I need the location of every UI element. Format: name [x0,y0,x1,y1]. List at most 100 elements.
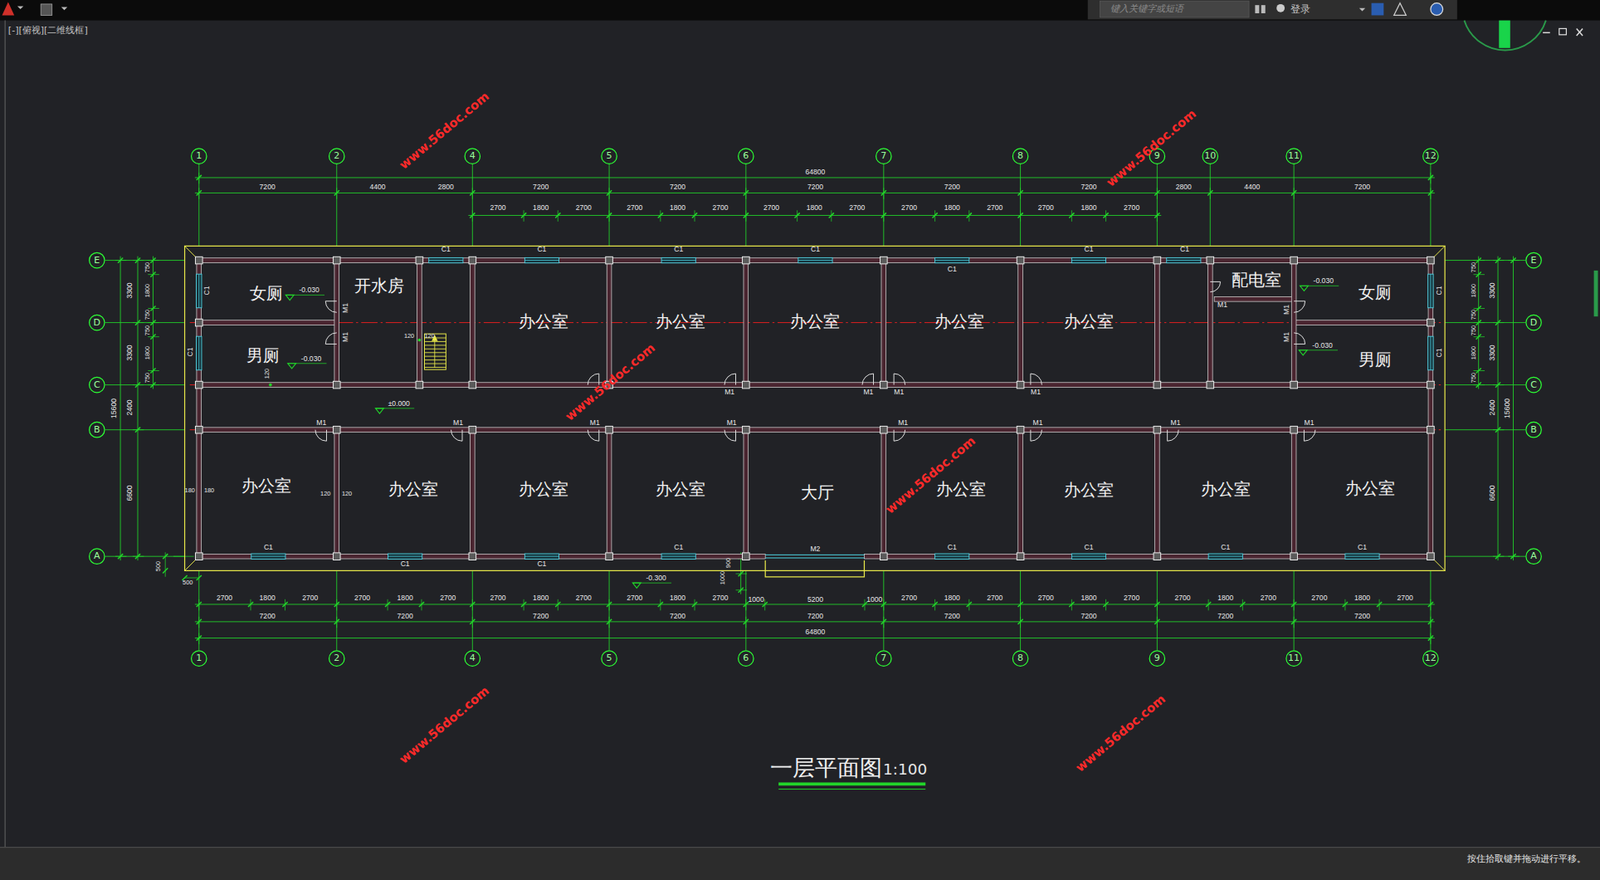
annotation-text: M1 [863,389,874,397]
dimension-tick [743,190,749,196]
wall [1155,260,1161,386]
dimension-tick [1018,212,1024,218]
axis-bubble [601,148,617,164]
dimension-tick [1291,619,1297,625]
watermark: www.56doc.com [883,433,979,516]
annotation-text: 1800 [944,204,961,212]
annotation-text: -0.030 [1312,341,1332,350]
annotation-text: 7200 [1080,612,1097,620]
annotation-text: C1 [1180,246,1190,254]
annotation-text: C1 [1357,544,1367,552]
annotation-text: C1 [947,265,957,274]
elevation-leader [287,362,327,364]
dimension-tick [334,601,340,607]
axis-bubble [1526,376,1542,392]
dimension-tick [162,567,168,573]
annotation-text: 6600 [126,484,135,501]
column [1016,425,1025,434]
wall [1018,429,1024,557]
annotation-text: M1 [316,419,327,428]
annotation-text: 1800 [1080,204,1097,212]
annotation-text: 2700 [489,594,506,602]
dimension-tick [521,212,527,218]
dropdown-arrow [1359,8,1366,12]
column [195,380,203,389]
door-swing [325,332,337,345]
annotation-text: 180 [204,487,215,495]
annotation-text: 2700 [354,594,371,602]
room-name: 办公室 [1063,482,1114,500]
dimension-tick [1495,320,1501,326]
annotation-text: M1 [341,331,350,342]
window [661,257,696,263]
door-swing [724,429,737,442]
annotation-text: C1 [1220,544,1230,552]
annotation-text: C1 [536,560,547,568]
axis-number: 4 [469,653,476,664]
elevation-leader [285,294,325,296]
window-pane [661,556,696,557]
dimension-tick [196,601,202,607]
dimension-tick [385,601,391,607]
annotation-text: 1:100 [882,760,927,777]
annotation-text: 7200 [807,612,824,620]
window [524,553,559,559]
column [605,256,614,264]
annotation-text: 750 [1470,325,1478,336]
column [1206,380,1215,389]
room-name: 办公室 [518,481,569,499]
wall [469,260,475,386]
axis-bubble [89,376,105,392]
stair-tread [424,363,447,365]
annotation-text: M1 [1217,301,1228,309]
annotation-text: 2700 [1123,594,1140,602]
door-swing [1030,373,1043,386]
axis-number: D [1530,317,1538,328]
annotation-text: M1 [1033,419,1044,428]
column [1427,552,1435,561]
dimension-tick [1428,175,1434,181]
dimension-tick [334,190,340,196]
elevation-mark [1298,350,1308,356]
window [1428,336,1434,371]
dimension-tick [966,212,972,218]
annotation-text: 7200 [532,612,549,620]
axis-number: 6 [742,151,749,161]
annotation-text: 1800 [144,283,152,298]
column [468,380,477,389]
annotation-text: M1 [897,419,908,428]
dimension-tick [1510,257,1516,263]
watermark: www.56doc.com [396,683,492,766]
annotation-text: 1800 [1217,594,1234,602]
annotation-text: 120 [341,490,352,498]
window [1071,257,1106,263]
annotation-text: 750 [1470,262,1478,273]
annotation-text: 2700 [575,204,592,212]
annotation-text: 2700 [1123,204,1140,212]
leader-dot [268,383,273,387]
elevation-mark [1300,285,1309,291]
window-pane [935,556,970,557]
toolbar [1087,0,1458,20]
dimension-tick [135,257,141,263]
annotation-text: 2700 [1038,204,1054,212]
dimension-tick [1342,601,1348,607]
minimize-button [1542,32,1551,34]
annotation-text: 750 [144,372,152,383]
axis-line [105,429,186,430]
annotation-text: M2 [809,545,820,553]
window-pane [388,556,423,557]
viewport-border [4,20,6,848]
window-pane [1071,556,1106,557]
room: 办公室 [1022,262,1156,383]
annotation-text: 7200 [1354,612,1371,620]
annotation-text: 3300 [126,282,135,299]
column [1206,256,1215,264]
annotation-text: 7200 [259,184,276,192]
axis-line [882,164,884,246]
annotation-text: C1 [400,560,410,568]
dimension-tick [248,601,254,607]
window-pane [251,556,286,557]
stair-arrow [434,337,435,368]
